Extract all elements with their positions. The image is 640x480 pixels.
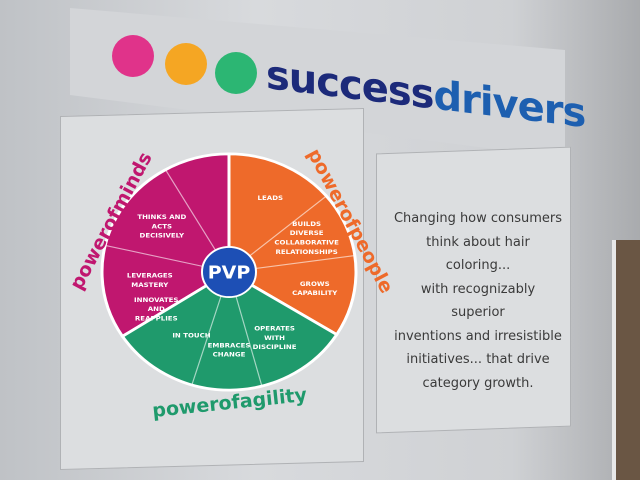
message-line: with recognizably superior: [420, 281, 536, 321]
segment-label: LEADS: [258, 194, 284, 202]
pink-dot: [112, 35, 154, 77]
orange-dot: [165, 43, 207, 85]
doorway: [612, 240, 640, 480]
segment-label: IN TOUCH: [172, 332, 211, 340]
message-line: Changing how consumers: [393, 211, 563, 226]
green-dot: [215, 52, 257, 94]
message-line: think about hair coloring...: [426, 234, 530, 274]
pvp-label: PVP: [208, 263, 251, 283]
pvp-center: [201, 245, 257, 299]
mission-statement: Changing how consumers think about hair …: [393, 207, 563, 395]
message-line: initiatives... that drive: [406, 352, 550, 367]
message-line: category growth.: [422, 375, 534, 391]
message-line: inventions and irresistible: [394, 328, 562, 344]
wedge-agility: [120, 270, 339, 392]
